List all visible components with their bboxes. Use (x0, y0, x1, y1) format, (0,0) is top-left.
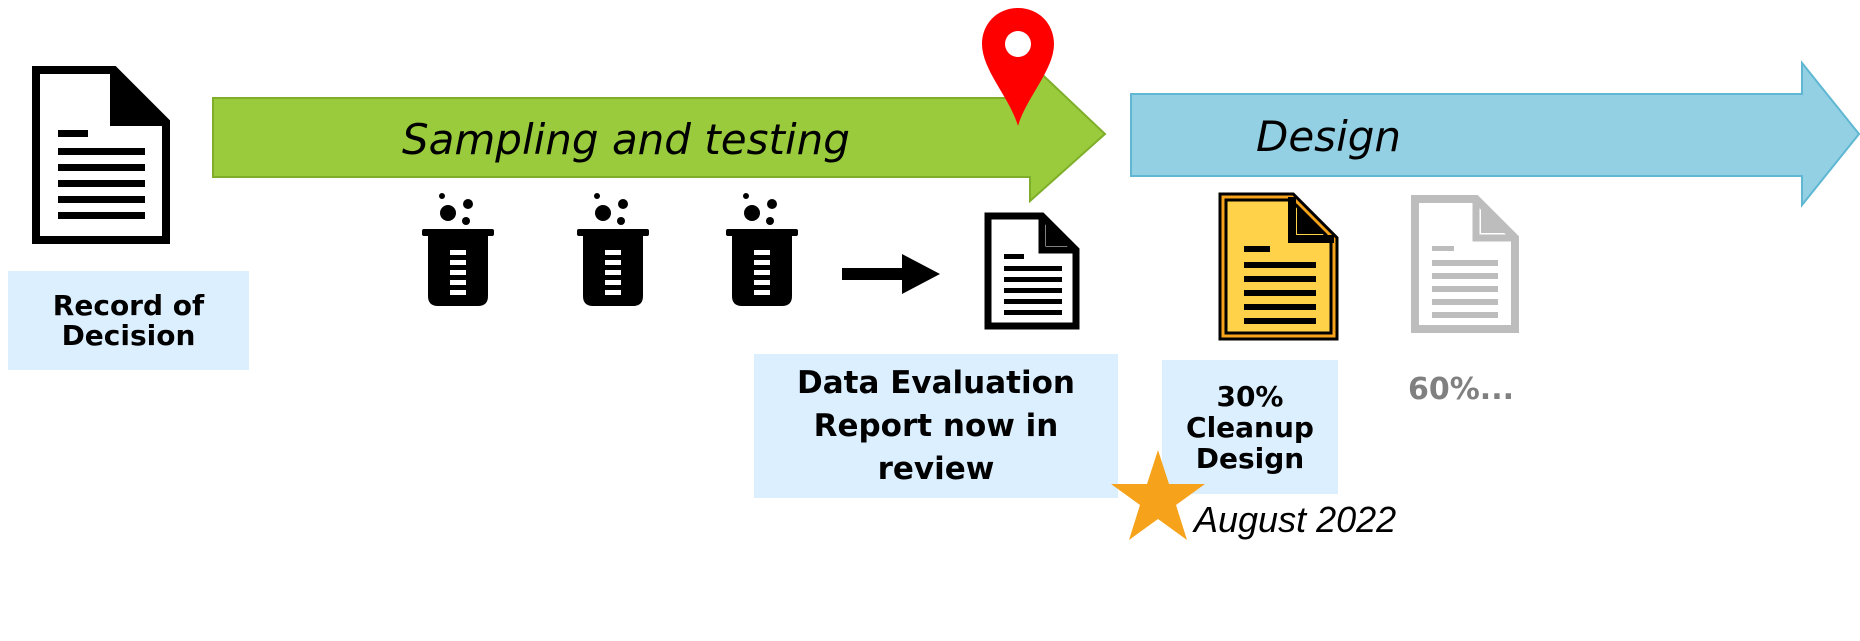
data-evaluation-label: Data Evaluation Report now in review (754, 354, 1118, 498)
document-icon (1218, 192, 1340, 342)
beaker-icon (724, 192, 800, 308)
sampling-stage-label: Sampling and testing (402, 115, 850, 164)
right-arrow-icon (842, 252, 942, 296)
document-icon (1410, 194, 1520, 334)
document-icon (984, 212, 1080, 330)
location-pin-icon (980, 6, 1056, 128)
cleanup-design-label: 30% Cleanup Design (1162, 360, 1338, 494)
beaker-icon (575, 192, 651, 308)
design-stage-label: Design (1256, 112, 1402, 161)
beaker-icon (420, 192, 496, 308)
document-icon (32, 66, 170, 244)
milestone-date: August 2022 (1194, 499, 1397, 540)
star-icon (1110, 448, 1206, 544)
design-stage-arrow (1130, 60, 1860, 208)
record-of-decision-label: Record of Decision (8, 271, 249, 370)
sixty-percent-label: 60%... (1408, 372, 1514, 407)
